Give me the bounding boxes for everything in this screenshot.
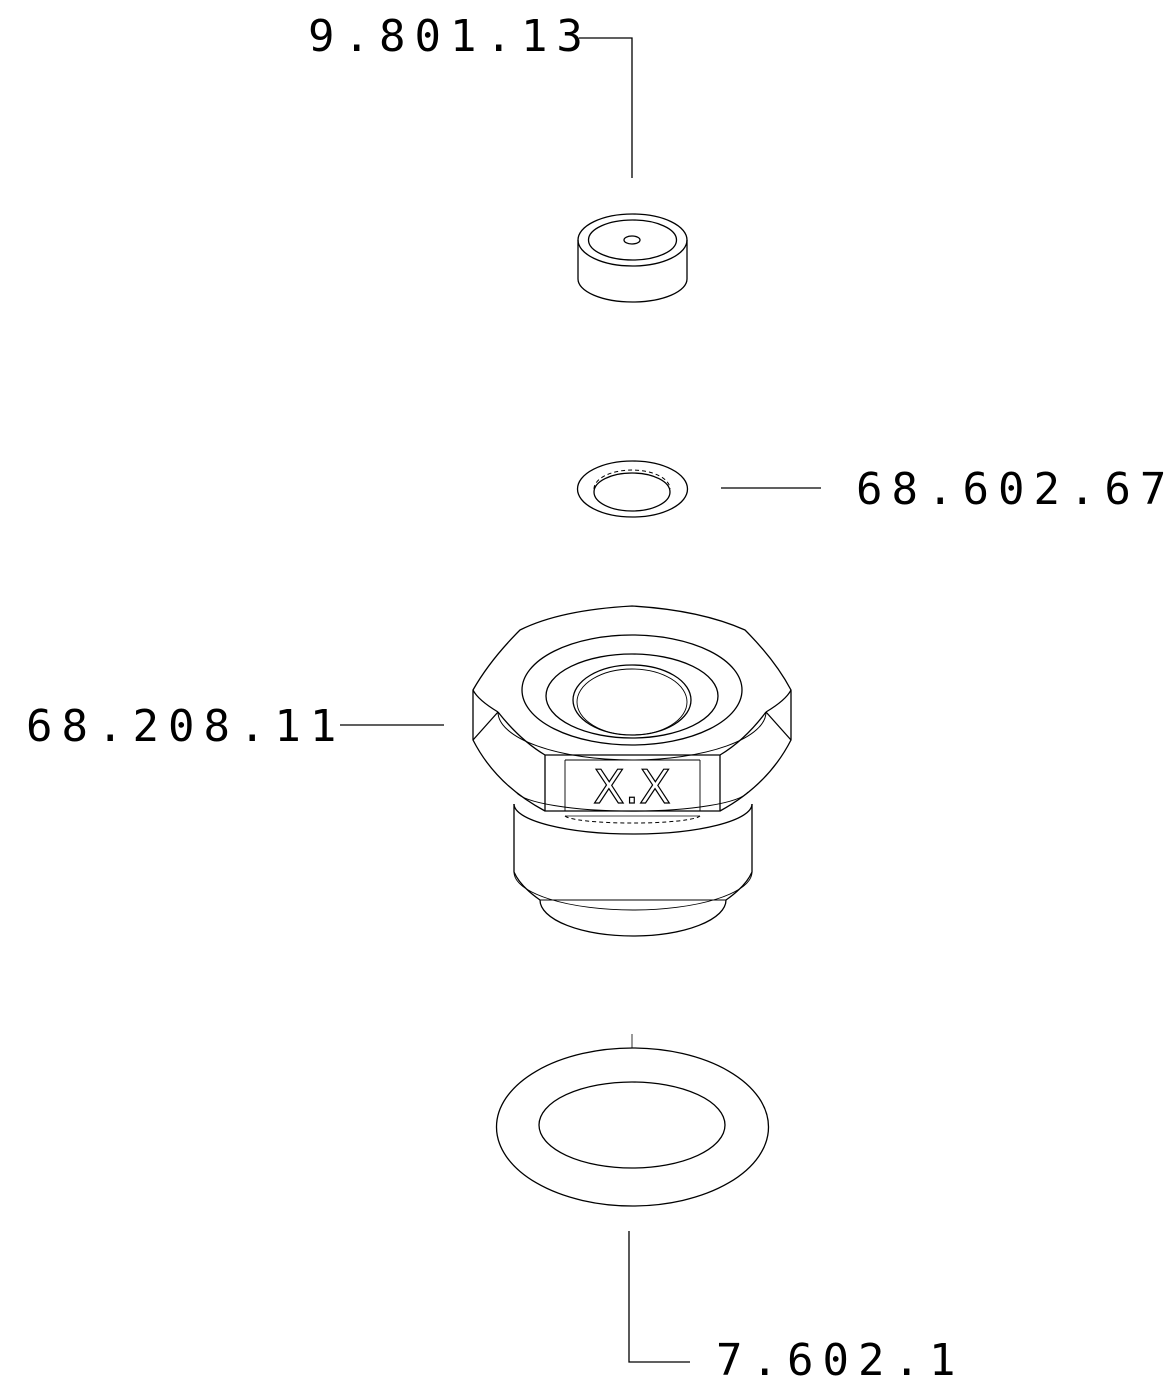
leader-o-ring: [628, 1231, 690, 1363]
callout-label-cap: 9.801.13: [308, 11, 592, 62]
leader-lines: [340, 37, 821, 1363]
cap-orifice: [623, 235, 641, 245]
nozzle-marking: X.X: [593, 760, 671, 814]
nozzle-part: X.X: [472, 605, 792, 937]
cap-part: [577, 213, 688, 303]
o-ring-part: [495, 1034, 770, 1207]
callout-label-washer: 68.602.67: [856, 464, 1175, 515]
exploded-parts-drawing: X.X: [340, 37, 821, 1363]
callout-label-o-ring: 7.602.1: [716, 1335, 965, 1386]
leader-top-cap: [579, 37, 633, 178]
washer-part: [576, 460, 689, 518]
callout-label-nozzle: 68.208.11: [26, 701, 346, 752]
